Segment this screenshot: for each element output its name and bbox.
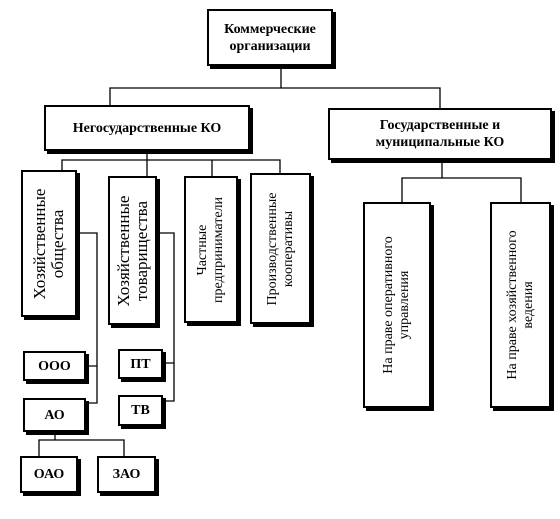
business-partnerships-line1: Хозяйственные [113,195,133,306]
connector-state [401,160,522,202]
private-entrepreneurs-box: Частные предприниматели [184,176,238,323]
business-partnerships-box: Хозяйственные товарищества [108,176,157,325]
private-entrepreneurs-line2: предприниматели [211,196,226,303]
private-entrepreneurs-line1: Частные [195,224,210,275]
ao-box: АО [23,398,86,432]
economic-management-line1: На праве хозяйственного [504,230,520,380]
pt-box: ПТ [118,349,163,379]
business-partnerships-line2: товарищества [131,200,151,301]
ooo-label: ООО [38,358,71,374]
zao-label: ЗАО [112,467,141,482]
operative-management-line2: управления [397,270,412,340]
connector-root [109,66,441,108]
connector-partnerships [157,232,175,402]
state-line1: Государственные и [379,118,501,133]
business-companies-line1: Хозяйственные [30,188,49,299]
root-line1: Коммерческие [224,21,316,37]
tv-label: ТВ [131,403,150,418]
connector-non-state [61,151,281,176]
non-state-label: Негосударственные КО [72,120,222,136]
connector-companies [77,232,98,404]
operative-management-line1: На праве оперативного [381,236,396,374]
pt-label: ПТ [130,356,151,372]
connector-ao [38,432,125,456]
business-companies-line2: общества [48,209,67,278]
production-coops-box: Производственные кооперативы [250,173,311,324]
state-line2: муниципальные КО [375,135,505,150]
business-companies-box: Хозяйственные общества [21,170,77,317]
ao-label: АО [44,407,65,423]
non-state-box: Негосударственные КО [44,105,250,151]
production-coops-line2: кооперативы [280,210,296,287]
root-box: Коммерческие организации [207,9,333,66]
zao-box: ЗАО [97,456,156,493]
tv-box: ТВ [118,395,163,426]
production-coops-line1: Производственные [264,191,280,306]
root-line2: организации [229,38,311,54]
oao-box: ОАО [20,456,78,493]
operative-management-box: На праве оперативного управления [363,202,431,408]
oao-label: ОАО [33,467,65,482]
state-box: Государственные и муниципальные КО [328,108,552,160]
economic-management-box: На праве хозяйственного ведения [490,202,551,408]
economic-management-line2: ведения [520,281,536,329]
ooo-box: ООО [23,351,86,381]
